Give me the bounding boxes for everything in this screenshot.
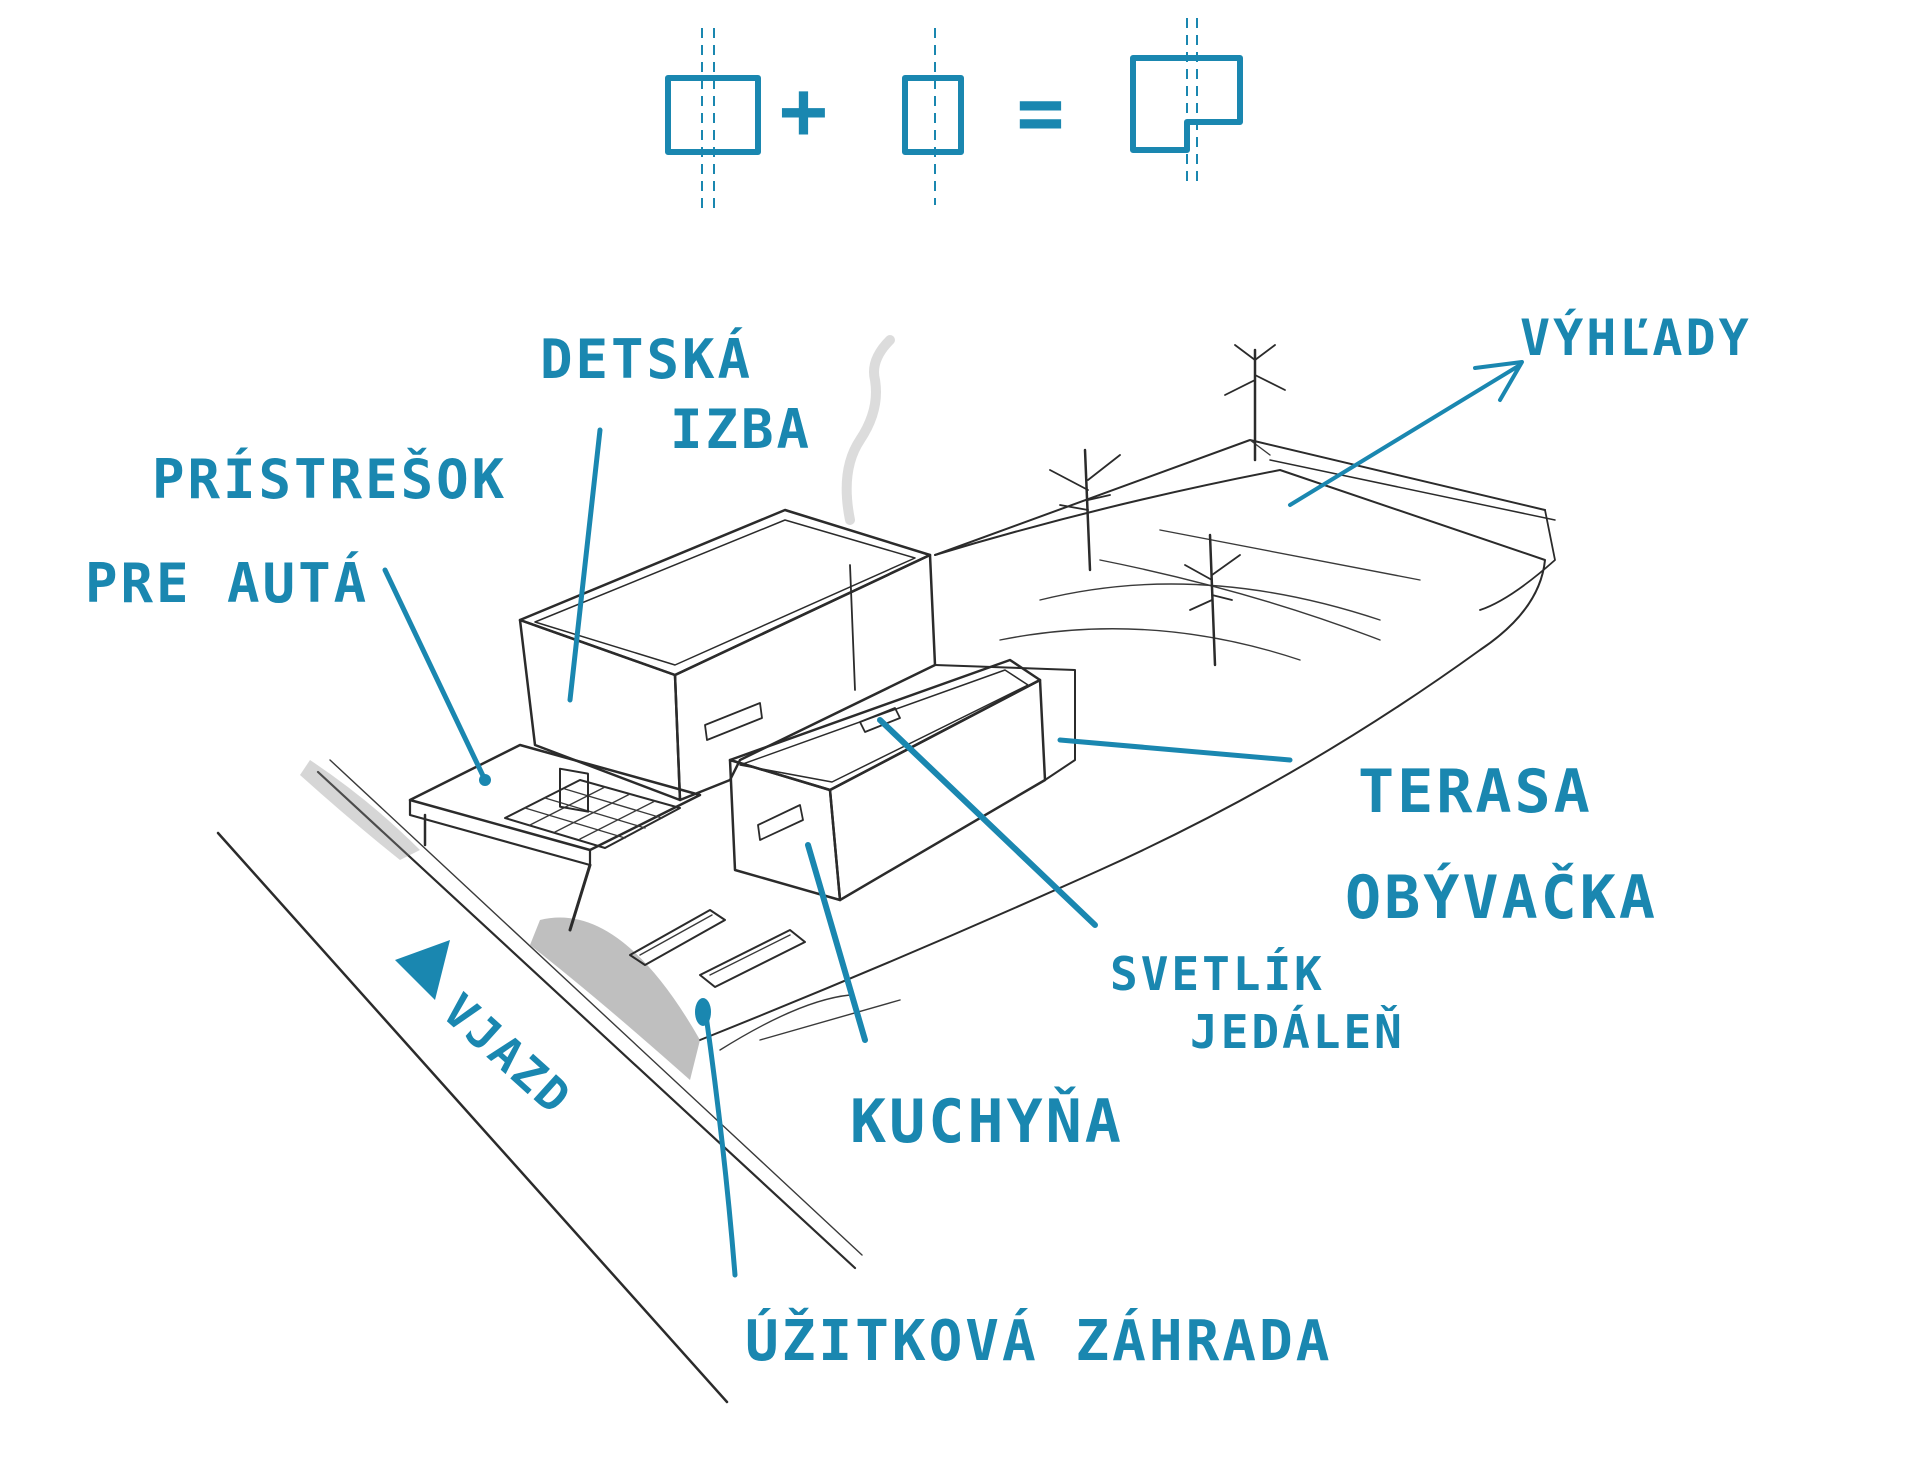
label-svetlik: SVETLÍK (1110, 947, 1325, 1001)
formula-box-narrow (902, 28, 964, 205)
hedge-strip (300, 760, 700, 1080)
annotation-vjazd: VJAZD (395, 940, 583, 1126)
road-lines (216, 759, 863, 1404)
annotation-zahrada: ÚŽITKOVÁ ZÁHRADA (695, 998, 1332, 1374)
carport-solar-grid (504, 779, 681, 849)
annotation-vyhlady: VÝHĽADY (1288, 308, 1752, 507)
label-vyhlady: VÝHĽADY (1520, 308, 1752, 367)
concept-formula: + = (665, 18, 1243, 210)
tree-middle (1049, 448, 1121, 572)
label-pre-auta: PRE AUTÁ (85, 552, 369, 615)
annotation-pristresok: PRÍSTREŠOK PRE AUTÁ (85, 448, 507, 786)
tree-back-right (1224, 344, 1286, 462)
lower-block (728, 658, 1076, 902)
entrance-arrow-icon (395, 940, 450, 1000)
leader-dot-garden (695, 998, 711, 1026)
annotation-svetlik: SVETLÍK JEDÁLEŇ (877, 717, 1405, 1059)
label-pristresok: PRÍSTREŠOK (152, 448, 507, 511)
chimney-smoke (841, 335, 895, 525)
label-kuchyna: KUCHYŇA (850, 1085, 1124, 1157)
formula-box-result (1130, 18, 1243, 185)
annotation-terasa: TERASA OBÝVAČKA (1057, 737, 1658, 933)
label-terasa: TERASA (1358, 757, 1593, 827)
tree-front (1184, 533, 1241, 667)
garden-planters (629, 909, 806, 988)
site-plot (699, 439, 1556, 1051)
formula-box-large (665, 28, 761, 210)
upper-block (518, 508, 937, 813)
label-jedalen: JEDÁLEŇ (1190, 1005, 1405, 1059)
label-zahrada: ÚŽITKOVÁ ZÁHRADA (745, 1309, 1332, 1374)
label-vjazd: VJAZD (433, 983, 583, 1126)
label-detska: DETSKÁ (540, 328, 753, 391)
annotation-kuchyna: KUCHYŇA (805, 842, 1124, 1157)
annotation-detska-izba: DETSKÁ IZBA (540, 328, 812, 703)
label-izba: IZBA (670, 398, 812, 461)
carport (408, 743, 702, 932)
formula-equals: = (1016, 66, 1067, 159)
label-obyvacka: OBÝVAČKA (1345, 861, 1658, 933)
leader-dot-carport (479, 774, 491, 786)
formula-plus: + (779, 64, 830, 157)
